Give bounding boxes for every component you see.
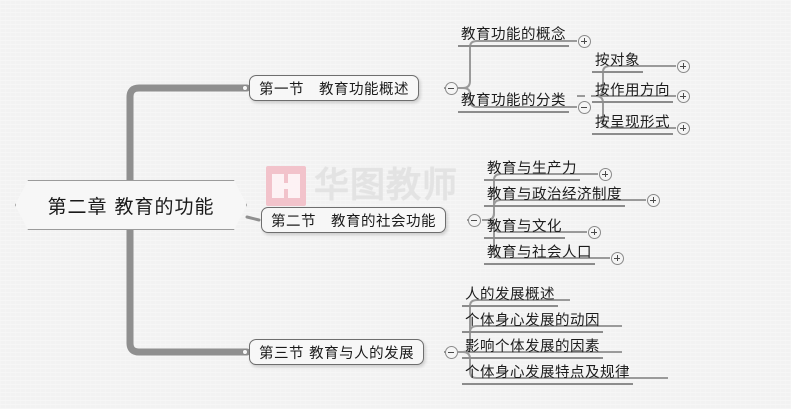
toggle-leaf-1-1[interactable] xyxy=(578,35,591,48)
leaf-node-3-2[interactable]: 个体身心发展的动因 xyxy=(462,309,603,333)
toggle-leaf-1-2-2[interactable] xyxy=(677,90,690,103)
leaf-node-3-3[interactable]: 影响个体发展的因素 xyxy=(462,335,603,359)
toggle-section-2[interactable] xyxy=(468,214,481,227)
leaf-node-1-1[interactable]: 教育功能的概念 xyxy=(458,23,569,47)
toggle-leaf-2-4[interactable] xyxy=(611,252,624,265)
section-node-1[interactable]: 第一节 教育功能概述 xyxy=(249,75,419,101)
toggle-leaf-1-2-1[interactable] xyxy=(677,60,690,73)
toggle-section-3[interactable] xyxy=(445,346,458,359)
leaf-node-1-2-3[interactable]: 按呈现形式 xyxy=(592,111,673,135)
leaf-node-2-3[interactable]: 教育与文化 xyxy=(484,215,565,239)
leaf-node-3-1[interactable]: 人的发展概述 xyxy=(462,283,558,307)
toggle-leaf-2-2[interactable] xyxy=(647,194,660,207)
leaf-node-1-2[interactable]: 教育功能的分类 xyxy=(458,89,569,113)
section-node-3[interactable]: 第三节 教育与人的发展 xyxy=(249,339,425,365)
leaf-node-3-4[interactable]: 个体身心发展特点及规律 xyxy=(462,361,633,385)
leaf-node-2-1[interactable]: 教育与生产力 xyxy=(484,157,580,181)
leaf-node-1-2-1[interactable]: 按对象 xyxy=(592,49,643,73)
leaf-node-1-2-2[interactable]: 按作用方向 xyxy=(592,79,673,103)
leaf-node-2-4[interactable]: 教育与社会人口 xyxy=(484,241,595,265)
root-node[interactable]: 第二章 教育的功能 xyxy=(15,180,247,230)
toggle-leaf-2-1[interactable] xyxy=(599,168,612,181)
section-node-2[interactable]: 第二节 教育的社会功能 xyxy=(261,207,446,233)
connector-dot-section-1 xyxy=(242,85,248,91)
leaf-node-2-2[interactable]: 教育与政治经济制度 xyxy=(484,183,625,207)
toggle-section-1[interactable] xyxy=(445,82,458,95)
connector-dot-section-3 xyxy=(242,349,248,355)
toggle-leaf-1-2-3[interactable] xyxy=(677,122,690,135)
toggle-leaf-1-2[interactable] xyxy=(578,101,591,114)
toggle-leaf-2-3[interactable] xyxy=(588,226,601,239)
